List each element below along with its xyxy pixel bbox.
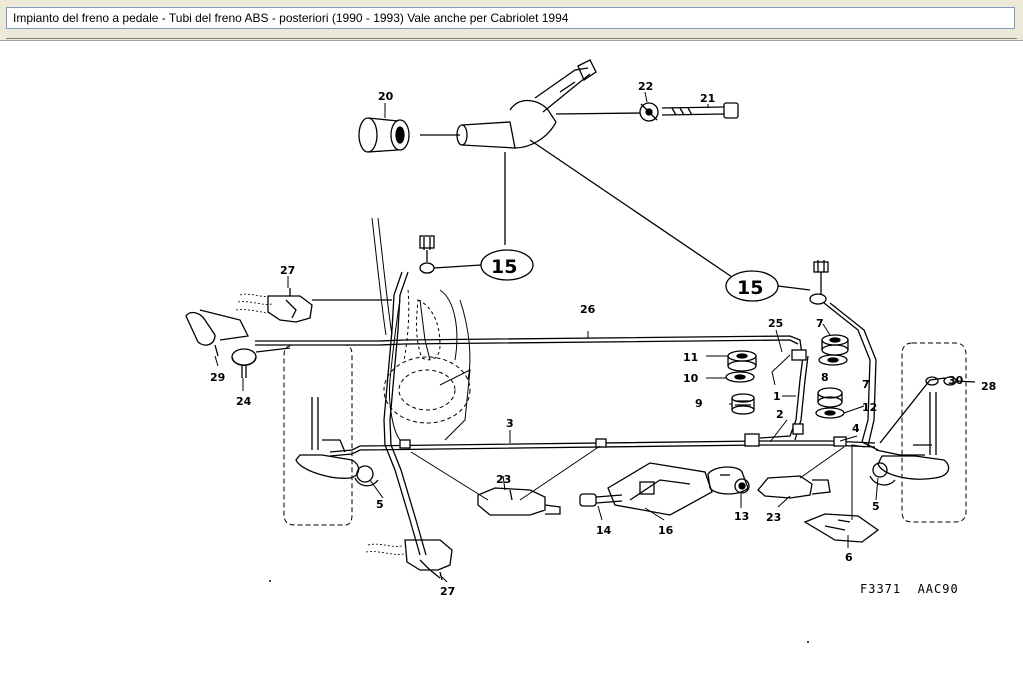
callout-29: 29 (210, 371, 225, 384)
master-cylinder (420, 59, 597, 149)
callout-20: 20 (378, 90, 394, 103)
title-bar: Impianto del freno a pedale - Tubi del f… (0, 0, 1023, 41)
part-27-bracket-top (235, 288, 392, 323)
callout-23-left: 23 (496, 473, 511, 486)
chassis-tunnel (371, 217, 471, 441)
part-23-bracket-right (757, 475, 831, 499)
callout-3: 3 (506, 417, 514, 430)
part-9-nut (731, 393, 755, 415)
left-brake-unit (295, 397, 379, 487)
callout-30: 30 (948, 374, 964, 387)
callout-22: 22 (638, 80, 653, 93)
callout-9: 9 (695, 397, 703, 410)
part-27-bracket-bottom (365, 539, 453, 581)
rear-wheel-left (283, 344, 353, 526)
leader-lines (214, 91, 879, 583)
callout-5-left: 5 (376, 498, 384, 511)
pipe-vertical-left (383, 271, 427, 556)
callout-11: 11 (683, 351, 698, 364)
callout-26: 26 (580, 303, 596, 316)
leader-15b (529, 139, 733, 278)
part-14-bolt (579, 493, 623, 507)
callout-16: 16 (658, 524, 674, 537)
part-6-shield (803, 513, 880, 543)
callout-8: 8 (821, 371, 829, 384)
page-title: Impianto del freno a pedale - Tubi del f… (13, 11, 569, 25)
part-16-shield (607, 462, 713, 516)
callout-15-left: 15 (491, 256, 517, 278)
part-12-washer (815, 407, 845, 419)
callout-13: 13 (734, 510, 749, 523)
scan-dot (807, 641, 809, 643)
callout-15-right: 15 (737, 277, 763, 299)
part-29-clip (185, 309, 249, 357)
part-23-bracket-left (477, 487, 561, 516)
part-21-bolt (661, 102, 739, 119)
part-20-bushing (358, 117, 410, 153)
callout-14: 14 (596, 524, 612, 537)
part-11-nut (727, 350, 757, 372)
callout-27-top: 27 (280, 264, 295, 277)
callout-25: 25 (768, 317, 783, 330)
pipe-right-riser (823, 302, 925, 456)
callout-24: 24 (236, 395, 252, 408)
callout-12: 12 (862, 401, 877, 414)
pipe-26 (255, 335, 803, 356)
callout-21: 21 (700, 92, 715, 105)
scan-dot (269, 580, 271, 582)
callout-7-lower: 7 (862, 378, 870, 391)
callout-28: 28 (981, 380, 996, 393)
callout-2: 2 (776, 408, 784, 421)
title-separator (6, 38, 1017, 39)
callout-6: 6 (845, 551, 853, 564)
part-10-washer (725, 371, 755, 383)
right-brake-unit (869, 392, 950, 486)
pipe-clips (399, 349, 847, 449)
part-28-30-fittings (925, 376, 976, 386)
drawing-reference-code: F3371 AAC90 (860, 582, 959, 596)
callout-5-right: 5 (872, 500, 880, 513)
callout-1: 1 (773, 390, 781, 403)
part-13-bushing (707, 466, 750, 495)
part-22-washer (639, 102, 659, 122)
pipe-28-30 (879, 377, 946, 444)
abs-sensor-left (419, 235, 482, 274)
part-24-fitting (231, 347, 291, 378)
callout-10: 10 (683, 372, 699, 385)
part-7-nut-top (821, 334, 849, 356)
part-8-washer (818, 354, 848, 366)
callout-4: 4 (852, 422, 860, 435)
callout-7-top: 7 (816, 317, 824, 330)
part-7-nut-lower (817, 387, 843, 408)
callout-23-right: 23 (766, 511, 781, 524)
callout-27-bottom: 27 (440, 585, 455, 598)
abs-sensor-right (777, 260, 829, 305)
rear-wheel-right (901, 342, 967, 523)
title-box: Impianto del freno a pedale - Tubi del f… (6, 7, 1015, 29)
leader-22 (555, 112, 641, 115)
